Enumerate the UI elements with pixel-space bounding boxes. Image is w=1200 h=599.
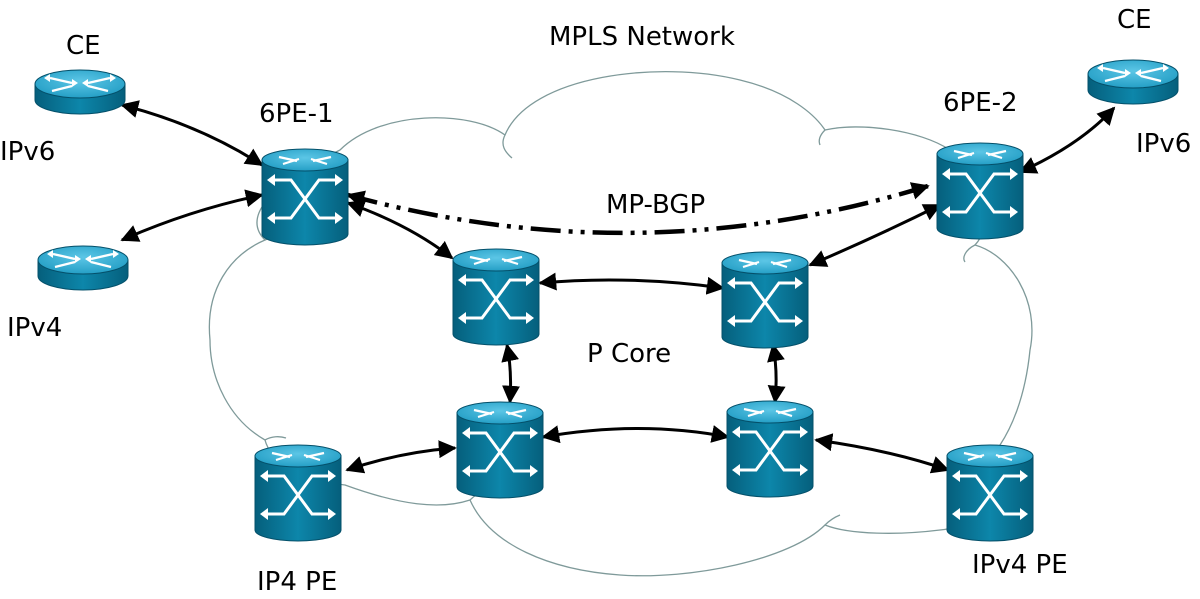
label-p-core: P Core: [587, 339, 671, 369]
link-ce6-6pe1: [120, 100, 264, 167]
link-ip4pe-p3: [345, 440, 457, 474]
link-6pe2-ce6: [1018, 106, 1116, 174]
router-icon: [33, 68, 127, 116]
link-p1-p2: [538, 272, 725, 295]
link-p3-p4: [541, 425, 730, 444]
device-ce-ipv4-left: [36, 244, 130, 292]
link-p4-ipv4pe: [814, 433, 950, 474]
atm-switch-icon: [260, 147, 350, 247]
link-p1-p3: [501, 343, 520, 404]
label-6pe-2: 6PE-2: [943, 88, 1018, 118]
device-ce-ipv6-right: [1086, 58, 1180, 106]
label-ipv4-left: IPv4: [7, 313, 62, 343]
label-ip4-pe: IP4 PE: [257, 567, 337, 597]
label-ce-left: CE: [66, 31, 101, 61]
label-mp-bgp: MP-BGP: [606, 190, 705, 220]
router-icon: [1086, 58, 1180, 106]
atm-switch-icon: [725, 399, 815, 499]
label-6pe-1: 6PE-1: [259, 99, 334, 129]
atm-switch-icon: [253, 443, 343, 543]
link-mpbgp: [346, 182, 930, 236]
device-p-core-3: [455, 400, 545, 500]
device-p-core-4: [725, 399, 815, 499]
router-icon: [36, 244, 130, 292]
device-p-core-2: [720, 250, 810, 350]
label-ce-right: CE: [1117, 5, 1152, 35]
link-p2-6pe2: [808, 203, 942, 267]
device-ip4-pe: [253, 443, 343, 543]
atm-switch-icon: [451, 247, 541, 347]
link-p2-p4: [767, 343, 786, 404]
device-ipv4-pe: [945, 443, 1035, 543]
atm-switch-icon: [935, 141, 1025, 241]
device-p-core-1: [451, 247, 541, 347]
diagram-title: MPLS Network: [549, 22, 735, 52]
atm-switch-icon: [455, 400, 545, 500]
link-ce4-6pe1: [120, 189, 264, 242]
label-ipv4-pe: IPv4 PE: [972, 550, 1068, 580]
atm-switch-icon: [720, 250, 810, 350]
atm-switch-icon: [945, 443, 1035, 543]
device-ce-ipv6-left: [33, 68, 127, 116]
device-6pe-1: [260, 147, 350, 247]
label-ipv6-right: IPv6: [1136, 129, 1191, 159]
links: [120, 100, 1116, 474]
label-ipv6-left: IPv6: [0, 137, 55, 167]
device-6pe-2: [935, 141, 1025, 241]
